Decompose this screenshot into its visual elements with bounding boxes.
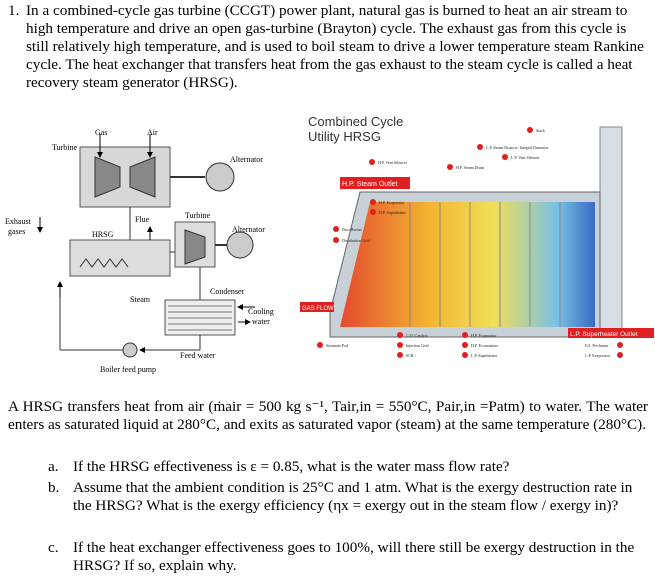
gas-flow-label: GAS FLOW xyxy=(302,306,334,312)
label-pump: Boiler feed pump xyxy=(100,365,156,374)
callout-18: L.P. Evaporator xyxy=(585,353,611,358)
hrsg-title-line1: Combined Cycle xyxy=(308,114,403,129)
callout-13: H.P. Evaporator xyxy=(471,333,497,338)
label-turbine-1: Turbine xyxy=(52,143,77,152)
label-flue: Flue xyxy=(135,215,150,224)
label-hrsg: HRSG xyxy=(92,230,114,239)
label-air: Air xyxy=(147,128,158,137)
label-condenser: Condenser xyxy=(210,287,245,296)
part-b: b. Assume that the ambient condition is … xyxy=(48,479,638,515)
hrsg-title-line2: Utility HRSG xyxy=(308,129,381,144)
question-number: 1. xyxy=(8,2,20,19)
callout-6: H.P. Evaporator xyxy=(379,200,405,205)
callout-17: EA. Pre-heater xyxy=(585,343,609,348)
label-alternator-2: Alternator xyxy=(232,225,265,234)
callout-14: H.P. Economizer xyxy=(471,343,499,348)
callout-11: Injection Grid xyxy=(406,343,429,348)
callout-10: C.O. Catalyst xyxy=(406,333,429,338)
callout-2: L.P. Steam Drum w/ Integral Deaerator xyxy=(486,145,549,150)
label-cooling: Cooling xyxy=(248,307,274,316)
part-c: c. If the heat exchanger effectiveness g… xyxy=(48,539,638,575)
part-a-label: a. xyxy=(48,458,59,475)
callout-3: L.P. Vent Silencer xyxy=(511,155,540,160)
callout-8: Duct Burner xyxy=(342,227,363,232)
label-exhaust: Exhaust xyxy=(5,217,32,226)
intro-text: In a combined-cycle gas turbine (CCGT) p… xyxy=(26,2,644,91)
part-b-text: Assume that the ambient condition is 25°… xyxy=(73,479,633,514)
part-c-text: If the heat exchanger effectiveness goes… xyxy=(73,539,635,574)
label-steam: Steam xyxy=(130,295,151,304)
callout-7: H.P. Superheater xyxy=(379,210,406,215)
part-b-label: b. xyxy=(48,479,60,496)
label-feed-water: Feed water xyxy=(180,351,216,360)
question-intro: 1. In a combined-cycle gas turbine (CCGT… xyxy=(8,2,648,92)
callout-4: H.P. Steam Drum xyxy=(456,165,485,170)
question-body: A HRSG transfers heat from air (ṁair = 5… xyxy=(8,398,648,433)
hrsg-illustration: Combined Cycle Utility HRSG H.P. Steam O… xyxy=(300,114,654,358)
label-water: water xyxy=(252,317,270,326)
ccgt-schematic: Gas Air Turbine Alternator HRSG Exhaust … xyxy=(0,122,300,382)
callout-15: L.P. Superheater xyxy=(471,353,498,358)
part-a: a. If the HRSG effectiveness is ε = 0.85… xyxy=(48,458,638,476)
figure: Gas Air Turbine Alternator HRSG Exhaust … xyxy=(0,112,655,392)
label-turbine-2: Turbine xyxy=(185,211,210,220)
part-c-label: c. xyxy=(48,539,59,556)
label-gases: gases xyxy=(8,227,25,236)
part-a-text: If the HRSG effectiveness is ε = 0.85, w… xyxy=(73,458,510,475)
label-gas: Gas xyxy=(95,128,107,137)
callout-5: H.P. Vent Silencer xyxy=(378,160,408,165)
callout-16: Steamate Pod xyxy=(326,343,348,348)
callout-9: Distribution Grid xyxy=(342,238,370,243)
callout-1: Stack xyxy=(536,128,545,133)
label-alternator-1: Alternator xyxy=(230,155,263,164)
sh-outlet-label: L.P. Superheater Outlet xyxy=(570,331,638,338)
steam-outlet-label: H.P. Steam Outlet xyxy=(342,181,398,188)
callout-12: SCR xyxy=(406,353,414,358)
